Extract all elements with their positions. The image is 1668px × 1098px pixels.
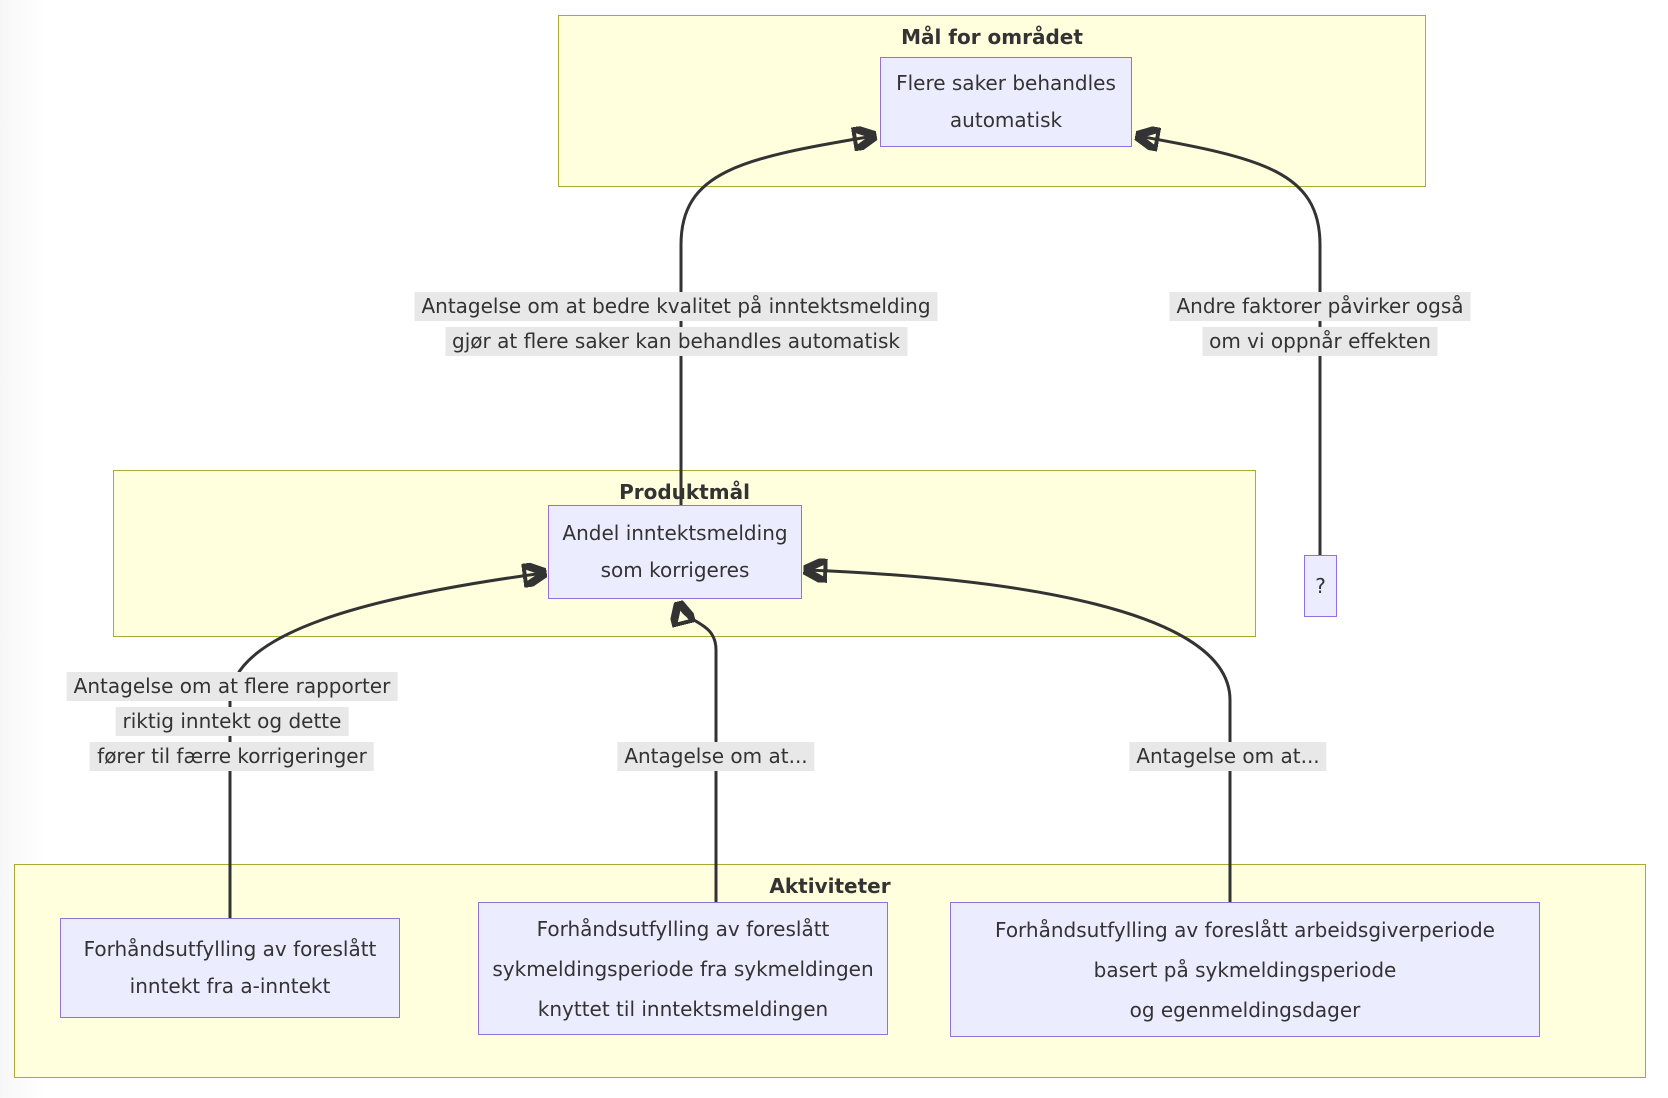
edge-productgoal-to-goal (679, 136, 874, 505)
node-activity1-line2: inntekt fra a-inntekt (129, 974, 331, 998)
cluster-activities-title: Aktiviteter (769, 874, 891, 898)
node-activity3-line1: Forhåndsutfylling av foreslått arbeidsgi… (995, 917, 1495, 942)
edge-label-assumption-mid: Antagelse om at... (617, 742, 815, 771)
edge-label-reporting: Antagelse om at flere rapporter riktig i… (66, 672, 398, 771)
node-activity2-line1: Forhåndsutfylling av foreslått (536, 916, 830, 941)
edge-label-quality-line2: gjør at flere saker kan behandles automa… (445, 327, 907, 356)
edge-label-reporting-line1: Antagelse om at flere rapporter (66, 672, 398, 701)
cluster-goal-area-title: Mål for området (901, 25, 1083, 49)
edge-label-quality-line1: Antagelse om at bedre kvalitet på inntek… (414, 292, 938, 321)
node-activity3: Forhåndsutfylling av foreslått arbeidsgi… (950, 902, 1540, 1037)
edge-activity3-to-productgoal (806, 570, 1232, 902)
node-product-goal: Andel inntektsmelding som korrigeres (548, 505, 802, 599)
edge-label-other-factors-line2: om vi oppnår effekten (1202, 327, 1438, 356)
node-product-goal-line1: Andel inntektsmelding (562, 521, 788, 545)
node-activity3-line2: basert på sykmeldingsperiode (1093, 957, 1397, 982)
edge-label-assumption-right-line1: Antagelse om at... (1129, 742, 1327, 771)
edge-label-assumption-mid-line1: Antagelse om at... (617, 742, 815, 771)
node-activity2-line3: knyttet til inntektsmeldingen (537, 996, 829, 1021)
edge-label-reporting-line2: riktig inntekt og dette (115, 707, 349, 736)
edge-unknown-to-goal (1138, 136, 1322, 555)
node-activity3-line3: og egenmeldingsdager (1129, 997, 1361, 1022)
node-unknown-label: ? (1315, 573, 1326, 598)
node-goal-line1: Flere saker behandles (896, 71, 1116, 95)
edge-label-reporting-line3: fører til færre korrigeringer (90, 742, 374, 771)
node-activity1: Forhåndsutfylling av foreslått inntekt f… (60, 918, 400, 1018)
node-unknown: ? (1304, 555, 1337, 617)
edge-label-quality: Antagelse om at bedre kvalitet på inntek… (414, 292, 938, 356)
edge-activity2-to-productgoal (679, 604, 718, 902)
node-goal: Flere saker behandles automatisk (880, 57, 1132, 147)
edge-label-other-factors-line1: Andre faktorer påvirker også (1169, 292, 1471, 321)
cluster-product-title: Produktmål (619, 480, 750, 504)
node-activity2-line2: sykmeldingsperiode fra sykmeldingen (492, 956, 874, 981)
node-product-goal-line2: som korrigeres (600, 558, 750, 582)
node-activity2: Forhåndsutfylling av foreslått sykmeldin… (478, 902, 888, 1035)
edge-label-assumption-right: Antagelse om at... (1129, 742, 1327, 771)
node-activity1-line1: Forhåndsutfylling av foreslått (83, 937, 377, 961)
node-goal-line2: automatisk (949, 108, 1063, 132)
edge-label-other-factors: Andre faktorer påvirker også om vi oppnå… (1169, 292, 1471, 356)
